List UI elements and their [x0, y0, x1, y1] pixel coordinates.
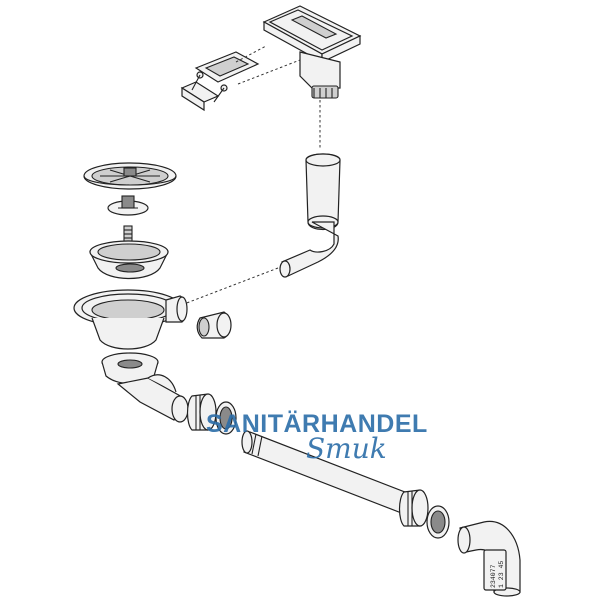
strainer-plug-knob [107, 195, 149, 243]
watermark-line-1: SANITÄRHANDEL [206, 410, 428, 438]
outlet-nut [101, 352, 159, 385]
seal-ring-2 [426, 505, 450, 539]
assembly-line-hose-to-basket [183, 267, 279, 305]
assembly-line-plate [235, 45, 267, 63]
overflow-housing [299, 51, 341, 99]
tag-code-label: 234077 [490, 564, 497, 588]
union-nut-2 [398, 489, 429, 527]
strainer-cap [83, 162, 177, 190]
part-tag [483, 549, 507, 591]
overflow-connector [196, 311, 232, 339]
overflow-gasket [194, 51, 260, 83]
outlet-elbow [116, 374, 189, 423]
watermark-line-2: Smuk [306, 432, 387, 465]
sink-outlet-body [73, 289, 188, 350]
basket-strainer [89, 240, 169, 279]
union-nut-1 [186, 393, 217, 431]
overflow-outer-frame [262, 5, 362, 64]
overflow-inner-plate [180, 71, 228, 112]
tag-sub-label: 1 23 45 [498, 560, 505, 588]
overflow-hose [279, 153, 341, 278]
seal-ring-1 [215, 401, 237, 435]
final-elbow [457, 520, 521, 597]
assembly-line-plate-2 [237, 59, 301, 85]
